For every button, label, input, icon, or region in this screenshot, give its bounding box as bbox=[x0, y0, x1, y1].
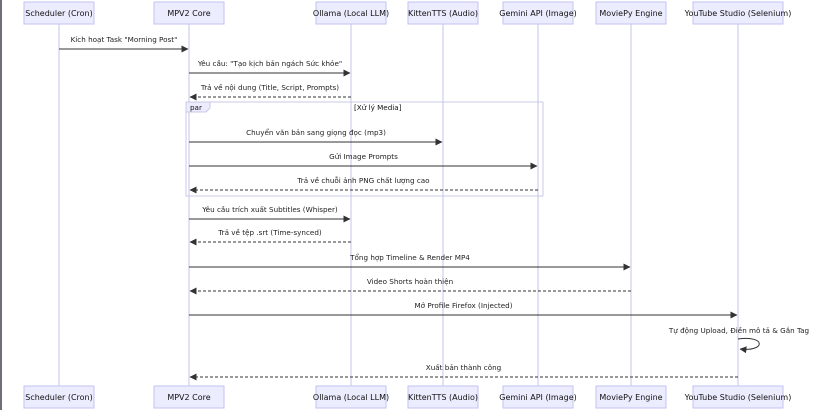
message-8: Trả về tệp .srt (Time-synced) bbox=[189, 228, 351, 246]
message-12: Tự động Upload, Điền mô tả & Gắn Tag bbox=[668, 326, 809, 354]
actor-label: MoviePy Engine bbox=[599, 393, 662, 402]
message-label: Trả về chuỗi ảnh PNG chất lượng cao bbox=[296, 176, 429, 185]
par-label: [Xử lý Media] bbox=[354, 103, 402, 112]
actor-ollama-bottom: Ollama (Local LLM) bbox=[313, 385, 389, 409]
actor-label: Ollama (Local LLM) bbox=[313, 9, 389, 18]
actor-label: Gemini API (Image) bbox=[499, 9, 576, 18]
actor-gemini-bottom: Gemini API (Image) bbox=[499, 385, 577, 409]
message-label: Chuyển văn bản sang giọng đọc (mp3) bbox=[246, 128, 386, 137]
actor-core-top: MPV2 Core bbox=[153, 1, 225, 25]
message-4: Chuyển văn bản sang giọng đọc (mp3) bbox=[189, 128, 443, 146]
actor-kitten-bottom: KittenTTS (Audio) bbox=[407, 385, 479, 409]
actor-youtube-bottom: YouTube Studio (Selenium) bbox=[684, 385, 792, 409]
actor-label: MoviePy Engine bbox=[599, 9, 662, 18]
actor-box bbox=[692, 385, 784, 409]
actor-label: YouTube Studio (Selenium) bbox=[684, 9, 792, 18]
actor-label: Gemini API (Image) bbox=[499, 393, 576, 402]
actor-label: Scheduler (Cron) bbox=[25, 393, 93, 402]
message-7: Yêu cầu trích xuất Subtitles (Whisper) bbox=[189, 205, 351, 223]
message-13: Xuất bản thành công bbox=[189, 363, 738, 381]
actor-box bbox=[315, 385, 387, 409]
message-11: Mở Profile Firefox (Injected) bbox=[189, 301, 738, 319]
message-label: Yêu cầu trích xuất Subtitles (Whisper) bbox=[201, 205, 338, 214]
message-9: Tổng hợp Timeline & Render MP4 bbox=[189, 253, 631, 271]
message-label: Trả về tệp .srt (Time-synced) bbox=[217, 228, 322, 237]
par-tab bbox=[185, 101, 211, 113]
actor-label: Ollama (Local LLM) bbox=[313, 393, 389, 402]
actor-cron-bottom: Scheduler (Cron) bbox=[23, 385, 95, 409]
message-10: Video Shorts hoàn thiện bbox=[189, 277, 631, 295]
actor-label: YouTube Studio (Selenium) bbox=[684, 393, 792, 402]
actor-cron-top: Scheduler (Cron) bbox=[23, 1, 95, 25]
actor-label: KittenTTS (Audio) bbox=[408, 393, 478, 402]
actor-kitten-top: KittenTTS (Audio) bbox=[407, 1, 479, 25]
par-tag: par bbox=[190, 103, 202, 112]
actor-box bbox=[23, 1, 95, 25]
message-2: Yêu cầu: "Tạo kịch bản ngách Sức khỏe" bbox=[189, 59, 351, 77]
actor-gemini-top: Gemini API (Image) bbox=[499, 1, 577, 25]
actor-box bbox=[407, 1, 479, 25]
actor-moviepy-top: MoviePy Engine bbox=[595, 1, 667, 25]
message-label: Gửi Image Prompts bbox=[329, 152, 398, 161]
message-label: Yêu cầu: "Tạo kịch bản ngách Sức khỏe" bbox=[197, 59, 342, 68]
actor-label: KittenTTS (Audio) bbox=[408, 9, 478, 18]
actor-label: Scheduler (Cron) bbox=[25, 9, 93, 18]
self-message-arrow bbox=[737, 337, 760, 354]
actor-box bbox=[153, 385, 225, 409]
actor-youtube-top: YouTube Studio (Selenium) bbox=[684, 1, 792, 25]
actor-box bbox=[407, 385, 479, 409]
message-label: Xuất bản thành công bbox=[426, 363, 501, 372]
actor-box bbox=[595, 385, 667, 409]
actor-box bbox=[692, 1, 784, 25]
message-6: Trả về chuỗi ảnh PNG chất lượng cao bbox=[189, 176, 538, 194]
message-label: Video Shorts hoàn thiện bbox=[367, 277, 453, 286]
message-label: Tổng hợp Timeline & Render MP4 bbox=[349, 253, 470, 262]
message-5: Gửi Image Prompts bbox=[189, 152, 538, 170]
message-3: Trả về nội dung (Title, Script, Prompts) bbox=[189, 83, 351, 101]
actor-box bbox=[23, 385, 95, 409]
actor-label: MPV2 Core bbox=[167, 9, 210, 18]
window-edge bbox=[0, 0, 2, 410]
actor-moviepy-bottom: MoviePy Engine bbox=[595, 385, 667, 409]
message-label: Kích hoạt Task "Morning Post" bbox=[71, 35, 178, 44]
actor-box bbox=[153, 1, 225, 25]
message-label: Tự động Upload, Điền mô tả & Gắn Tag bbox=[668, 326, 809, 335]
actor-label: MPV2 Core bbox=[167, 393, 210, 402]
message-label: Mở Profile Firefox (Injected) bbox=[414, 301, 512, 310]
actor-box bbox=[315, 1, 387, 25]
actor-box bbox=[595, 1, 667, 25]
actor-box bbox=[502, 385, 574, 409]
actor-box bbox=[502, 1, 574, 25]
message-1: Kích hoạt Task "Morning Post" bbox=[59, 35, 189, 53]
par-frame bbox=[185, 101, 544, 197]
actor-ollama-top: Ollama (Local LLM) bbox=[313, 1, 389, 25]
message-label: Trả về nội dung (Title, Script, Prompts) bbox=[200, 83, 339, 92]
actor-core-bottom: MPV2 Core bbox=[153, 385, 225, 409]
